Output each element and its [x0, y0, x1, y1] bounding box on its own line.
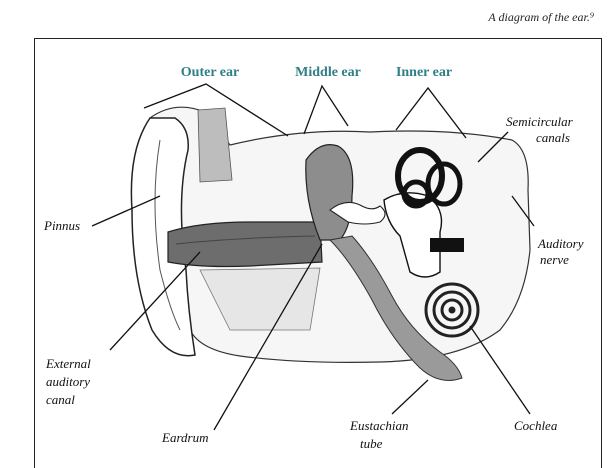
label-cochlea: Cochlea — [514, 418, 558, 433]
leader-cochlea — [470, 326, 530, 414]
label-eustachian-2: tube — [360, 436, 383, 451]
middle-ear-bracket — [304, 86, 348, 134]
cochlea-shape — [426, 284, 478, 336]
label-external-1: External — [45, 356, 91, 371]
label-pinnus: Pinnus — [43, 218, 80, 233]
label-external-2: auditory — [46, 374, 90, 389]
label-eardrum: Eardrum — [161, 430, 208, 445]
label-middle-ear: Middle ear — [295, 65, 361, 80]
nerve-bundle — [430, 238, 464, 252]
leader-eustachian — [392, 380, 428, 414]
canal-shape — [168, 222, 322, 267]
label-semicircular-1: Semicircular — [506, 114, 574, 129]
label-auditory-2: nerve — [540, 252, 569, 267]
upper-tissue — [198, 108, 232, 182]
label-external-3: canal — [46, 392, 75, 407]
label-outer-ear: Outer ear — [181, 65, 239, 80]
label-inner-ear: Inner ear — [396, 65, 452, 80]
label-auditory-1: Auditory — [537, 236, 584, 251]
label-eustachian-1: Eustachian — [349, 418, 409, 433]
label-semicircular-2: canals — [536, 130, 570, 145]
